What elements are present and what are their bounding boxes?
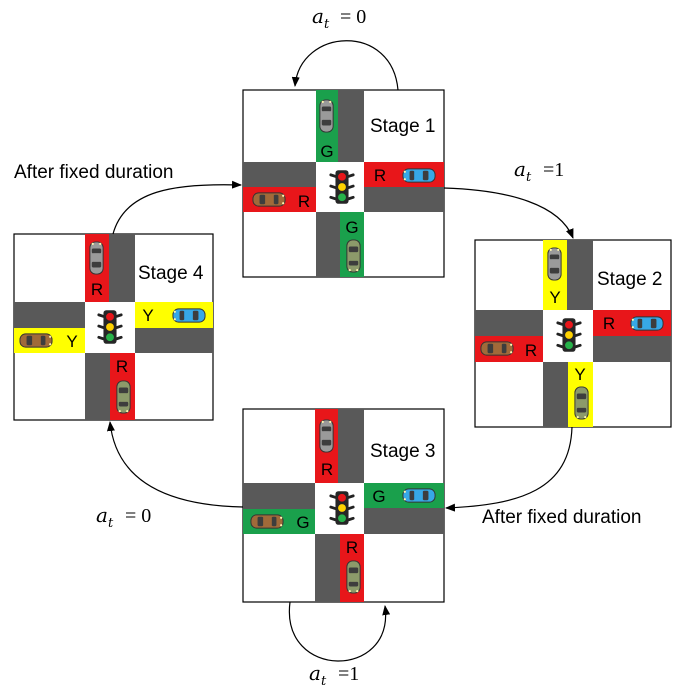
car-icon [574,386,589,420]
north-signal-letter: Y [549,288,560,307]
south-signal-letter: Y [574,365,585,384]
traffic-light-icon [556,316,582,354]
car-icon [630,316,664,331]
s2-to-s3-arrow [445,426,573,512]
s1-self-label: a t = 0 [312,4,366,32]
stage-1-intersection: G G R R Stage 1 [242,89,445,278]
stage-3-intersection: R R G G Stage 3 [242,408,445,603]
car-icon [480,341,514,356]
s1-self-arrow [291,40,399,91]
svg-text:=1: =1 [543,159,564,181]
svg-text:t: t [324,17,330,32]
stage-label: Stage 3 [370,441,436,462]
north-signal-letter: R [91,280,103,299]
s4-to-s1-arrow [112,180,242,235]
west-signal-letter: Y [66,332,77,351]
s3-self-arrow [288,601,391,662]
svg-text:a: a [514,157,526,181]
car-icon [346,239,361,273]
traffic-light-icon [97,308,123,346]
east-signal-letter: R [603,314,615,333]
car-icon [172,308,206,323]
east-signal-letter: Y [142,306,153,325]
car-icon [89,241,104,275]
car-icon [116,380,131,414]
south-signal-letter: G [345,218,358,237]
north-signal-letter: G [320,142,333,161]
car-icon [19,333,53,348]
traffic-light-icon [329,489,355,527]
stage-label: Stage 2 [597,269,663,290]
north-signal-letter: R [321,460,333,479]
s3-self-label: a t =1 [309,661,359,689]
s4-to-s1-label: After fixed duration [14,162,173,183]
south-signal-letter: R [346,538,358,557]
stage-label: Stage 4 [138,263,204,284]
car-icon [319,419,334,453]
car-icon [346,560,361,594]
svg-text:t: t [321,674,327,689]
svg-text:a: a [96,503,108,527]
svg-text:= 0: = 0 [125,505,151,527]
west-signal-letter: R [298,192,310,211]
traffic-light-icon [329,168,355,206]
svg-text:t: t [526,170,532,185]
car-icon [319,99,334,133]
stage-2-intersection: Y Y R R Stage 2 [474,239,672,428]
east-signal-letter: R [374,166,386,185]
s1-to-s2-arrow [443,187,574,239]
svg-text:a: a [312,4,324,28]
west-signal-letter: R [525,341,537,360]
s1-to-s2-label: a t =1 [514,157,564,185]
car-icon [402,488,436,503]
car-icon [547,247,562,281]
svg-text:=1: =1 [338,663,359,685]
s2-to-s3-label: After fixed duration [482,507,641,528]
svg-text:t: t [108,516,114,531]
stage-label: Stage 1 [370,116,436,137]
east-signal-letter: G [372,487,385,506]
west-signal-letter: G [296,513,309,532]
s3-to-s4-arrow [106,421,244,508]
svg-text:a: a [309,661,321,685]
car-icon [402,168,436,183]
car-icon [252,192,286,207]
car-icon [250,514,284,529]
south-signal-letter: R [116,357,128,376]
stage-4-intersection: R R Y Y Stage 4 [13,233,214,421]
svg-text:= 0: = 0 [340,6,366,28]
s3-to-s4-label: a t = 0 [96,503,151,531]
